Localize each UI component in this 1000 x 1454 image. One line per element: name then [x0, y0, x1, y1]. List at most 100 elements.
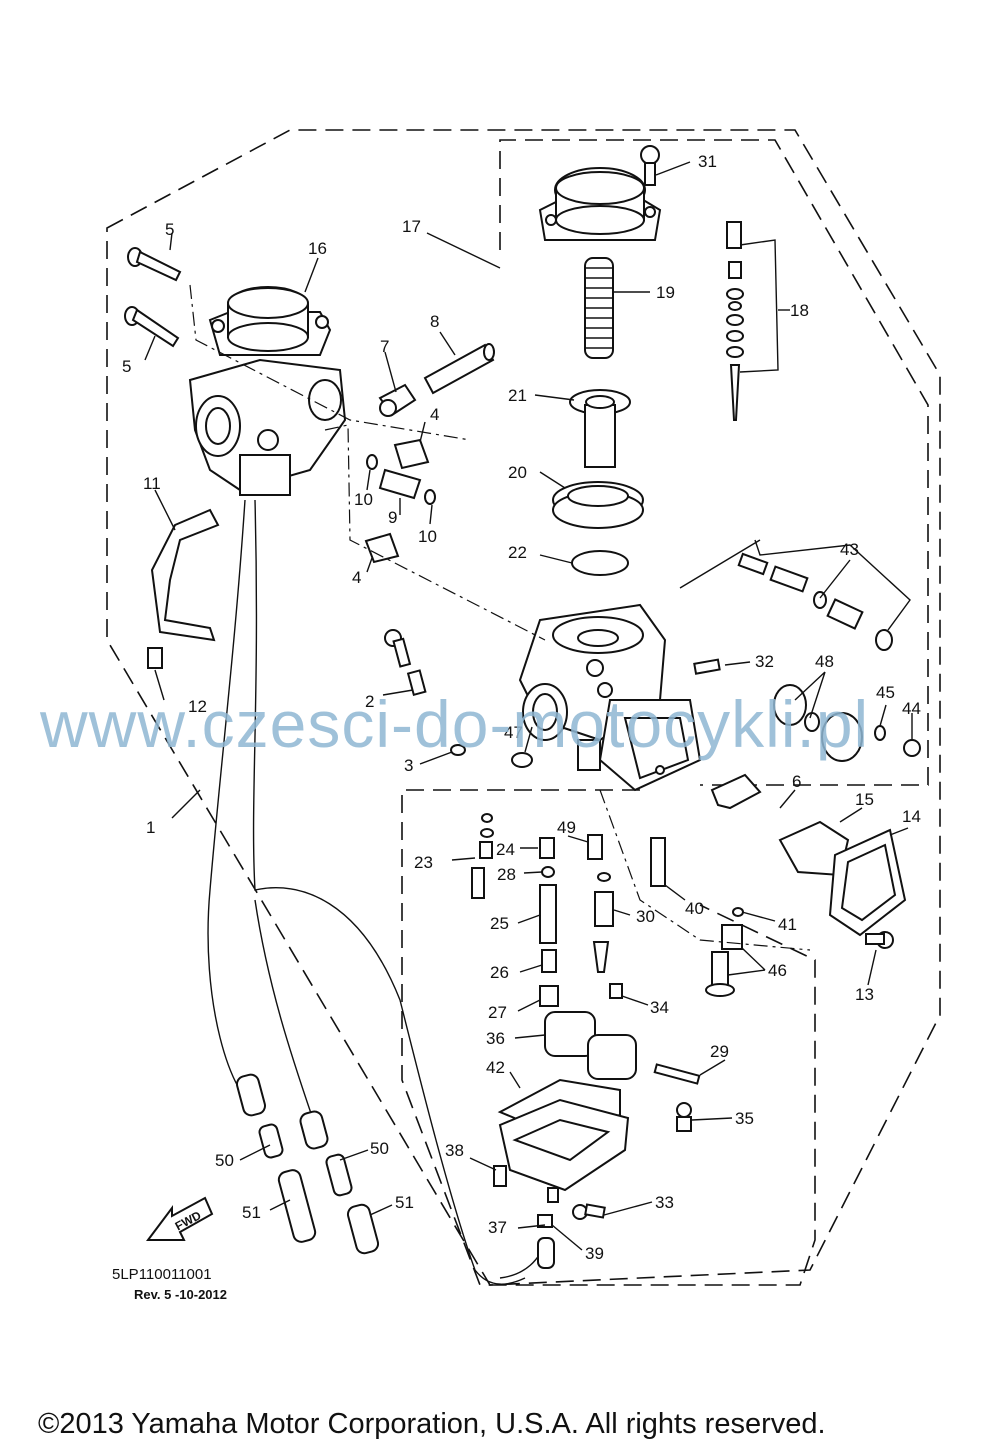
callout-22: 22 — [508, 543, 527, 562]
callout-13: 13 — [855, 985, 874, 1004]
jet-needle-set-18 — [726, 221, 744, 421]
callout-25: 25 — [490, 914, 509, 933]
callout-26: 26 — [490, 963, 509, 982]
diaphragm-20 — [552, 481, 644, 529]
hose-51-right — [346, 1203, 380, 1255]
callout-29: 29 — [710, 1042, 729, 1061]
collar-4-upper — [393, 438, 430, 470]
callout-3: 3 — [404, 756, 413, 775]
callout-1: 1 — [146, 818, 155, 837]
callout-48: 48 — [815, 652, 834, 671]
float-bowl — [498, 1098, 630, 1203]
lever-6 — [710, 773, 762, 810]
callout-21: 21 — [508, 386, 527, 405]
top-cap — [538, 167, 662, 241]
callout-27: 27 — [488, 1003, 507, 1022]
callout-24: 24 — [496, 840, 515, 859]
starter-plunger-43 — [737, 552, 893, 651]
callout-14: 14 — [902, 807, 921, 826]
callout-33: 33 — [655, 1193, 674, 1212]
callout-20: 20 — [508, 463, 527, 482]
callout-2: 2 — [365, 692, 374, 711]
fwd-arrow: FWD — [146, 1196, 214, 1241]
copyright-notice: ©2013 Yamaha Motor Corporation, U.S.A. A… — [38, 1408, 826, 1440]
callout-49: 49 — [557, 818, 576, 837]
inner-boundary — [499, 139, 929, 786]
callout-10-right: 10 — [418, 527, 437, 546]
callout-5-upper: 5 — [165, 220, 174, 239]
lower-boundary — [401, 789, 816, 1286]
fitting-7 — [378, 383, 417, 417]
piston-21 — [569, 389, 631, 468]
callout-44: 44 — [902, 699, 921, 718]
vent-hose-1 — [207, 499, 261, 1111]
diagram-code: 5LP110011001 — [112, 1266, 212, 1283]
callout-41: 41 — [778, 915, 797, 934]
float-36 — [544, 1011, 637, 1080]
callout-43: 43 — [840, 540, 859, 559]
clamp-39 — [537, 1214, 553, 1228]
cover-48 — [773, 684, 863, 762]
screw-35 — [676, 1102, 692, 1132]
callout-45: 45 — [876, 683, 895, 702]
callout-36: 36 — [486, 1029, 505, 1048]
watermark: www.czesci-do-motocykli.pl — [40, 687, 870, 761]
callout-labels: 31 17 5 16 19 18 5 8 7 21 4 20 10 11 9 1… — [122, 152, 921, 1263]
hose-51-left — [277, 1169, 317, 1243]
washer-47 — [511, 752, 533, 768]
o-ring-10-right — [424, 489, 436, 505]
plug-3 — [450, 744, 466, 756]
callout-12: 12 — [188, 697, 207, 716]
callout-50-right: 50 — [370, 1139, 389, 1158]
carburetor-body — [518, 603, 702, 792]
callout-10-left: 10 — [354, 490, 373, 509]
screw-12 — [147, 647, 163, 669]
o-ring-22 — [571, 550, 629, 576]
callout-40: 40 — [685, 899, 704, 918]
diaphragm-cover-14 — [828, 828, 907, 937]
callout-47: 47 — [504, 723, 523, 742]
o-ring-45 — [874, 725, 886, 741]
callout-6: 6 — [792, 772, 801, 791]
callout-32: 32 — [755, 652, 774, 671]
hose-end-50-left — [235, 1073, 284, 1159]
callout-39: 39 — [585, 1244, 604, 1263]
screw-13 — [865, 931, 894, 949]
pipe-9 — [378, 468, 422, 500]
screw-33 — [572, 1203, 606, 1220]
callout-16: 16 — [308, 239, 327, 258]
callout-4-upper: 4 — [430, 405, 439, 424]
screw-5-upper — [127, 247, 182, 282]
jets-group — [471, 813, 744, 1007]
callout-15: 15 — [855, 790, 874, 809]
callout-5-lower: 5 — [122, 357, 131, 376]
callout-31: 31 — [698, 152, 717, 171]
hose-end-37 — [537, 1237, 555, 1269]
callout-35: 35 — [735, 1109, 754, 1128]
callout-30: 30 — [636, 907, 655, 926]
revision-date: Rev. 5 -10-2012 — [134, 1287, 227, 1302]
collar-4-lower — [364, 532, 400, 564]
assembly-line-c — [599, 789, 811, 951]
pilot-screw-2 — [384, 629, 427, 697]
outer-boundary — [106, 129, 941, 1286]
assembly-line-a — [189, 284, 471, 441]
callout-7: 7 — [380, 337, 389, 356]
callout-17: 17 — [402, 217, 421, 236]
screw-44 — [903, 739, 921, 757]
spring-19 — [584, 257, 614, 359]
screw-32 — [693, 658, 721, 675]
callout-8: 8 — [430, 312, 439, 331]
callout-4-lower: 4 — [352, 568, 361, 587]
callout-37: 37 — [488, 1218, 507, 1237]
o-ring-10-left — [366, 454, 378, 470]
pipe-8 — [423, 343, 495, 395]
hose-end-50-right — [299, 1110, 353, 1197]
screw-31 — [640, 145, 660, 186]
bracket-11 — [150, 508, 220, 642]
callout-19: 19 — [656, 283, 675, 302]
callout-11: 11 — [143, 474, 161, 493]
float-pin-29 — [653, 1063, 701, 1085]
callout-34: 34 — [650, 998, 669, 1017]
